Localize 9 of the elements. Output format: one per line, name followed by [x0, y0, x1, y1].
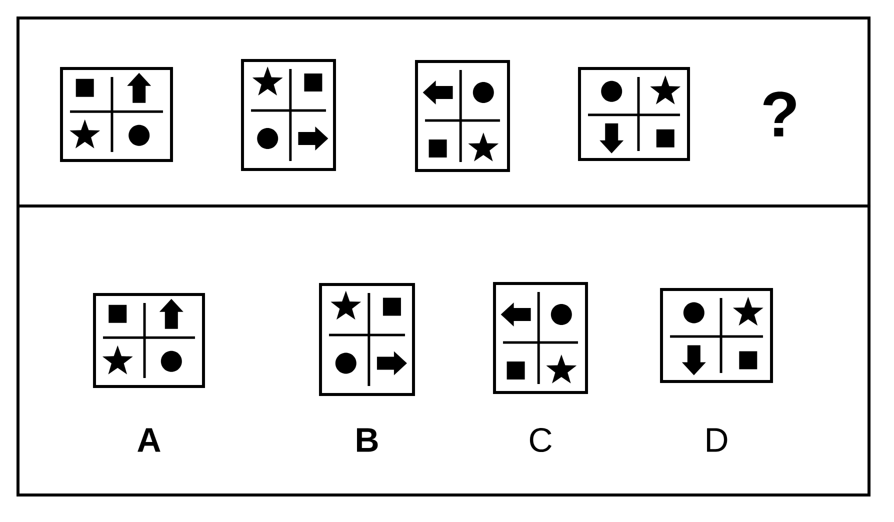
puzzle-figure: [60, 67, 173, 162]
puzzle-figure: [241, 59, 336, 171]
question-mark: ?: [763, 92, 796, 136]
option-letter: A: [138, 428, 160, 452]
option-letter: B: [357, 428, 378, 452]
puzzle-figure: [578, 67, 690, 161]
option-letter: D: [707, 428, 728, 452]
option-letter: C: [530, 428, 552, 452]
puzzle-figure: [415, 60, 510, 172]
